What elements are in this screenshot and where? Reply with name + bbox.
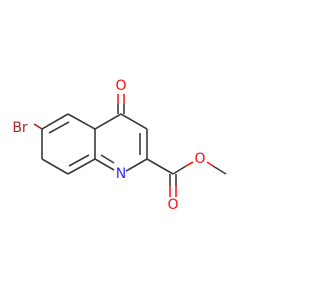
atom-label-layer: Br O N O O [12,78,205,213]
bond-c2-ccarb [146,158,174,175]
bond-c6-br [33,123,43,130]
atom-label-nitrogen: N [116,166,126,182]
atom-label-bromine: Br [12,120,28,136]
atom-label-oxygen-ester: O [194,151,205,167]
bond-c4a-c4 [94,113,122,130]
bond-c7-c8 [41,158,69,175]
molecule-structure-diagram: Br O N O O [12,78,227,213]
bond-c5-c6 [41,113,69,130]
bond-c4-c3 [120,113,148,130]
bond-oester-ch3-red [206,161,214,167]
atom-label-oxygen-carbonyl: O [167,197,178,213]
bond-oester-ch3 [212,165,227,175]
bond-c8-c8a [67,158,96,175]
bond-c2-n1 [127,158,148,171]
bond-c8-c8a-inner [68,154,90,167]
bond-c5-c6-inner [48,121,70,134]
bond-c5-c4a [67,113,96,130]
bond-n1-c8a-inner [100,154,115,164]
bond-layer [33,94,227,197]
bond-ccarb-oester [172,165,187,175]
bond-ccarb-oester-red [185,161,194,167]
bond-c2-n1-colored [125,169,129,172]
atom-label-oxygen-ketone: O [115,78,126,94]
bond-n1-c8a [94,158,115,171]
